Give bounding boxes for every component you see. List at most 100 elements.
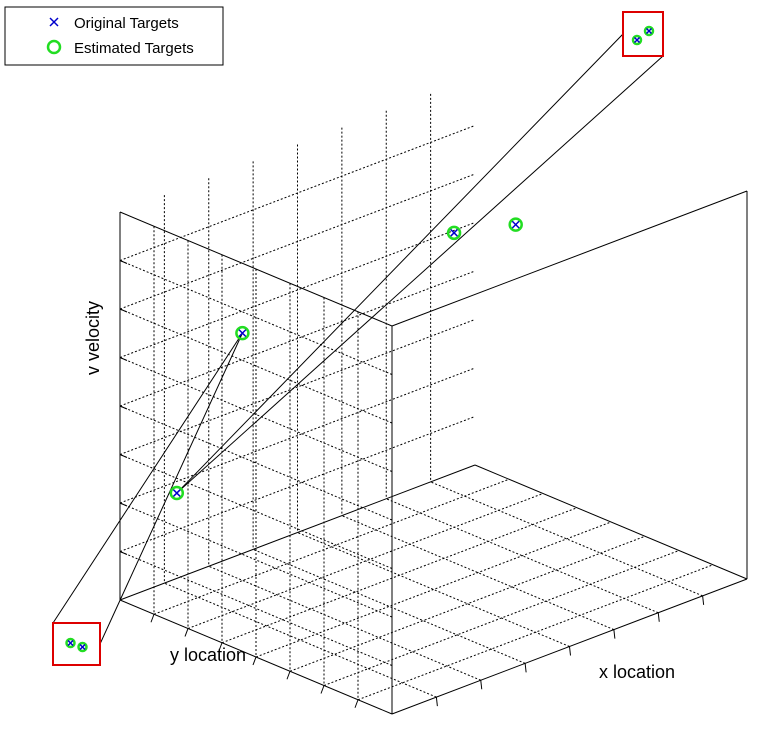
- z-axis-label: v velocity: [83, 301, 103, 375]
- callout-line: [176, 33, 624, 494]
- original-target-marker-stroke: [237, 328, 247, 338]
- legend-box: [4, 6, 224, 66]
- legend-entry-estimated: Estimated Targets: [46, 39, 194, 57]
- original-target-marker: [237, 328, 247, 338]
- grid-line: [386, 498, 659, 614]
- grid-line: [119, 502, 393, 618]
- y-tick: [320, 685, 325, 694]
- estimated-target-marker: [508, 217, 523, 232]
- z-tick: [119, 405, 128, 410]
- grid-line: [252, 548, 526, 664]
- inset-estimated-marker: [643, 25, 655, 37]
- callout-line: [176, 55, 664, 494]
- grid-layer: [119, 93, 714, 701]
- grid-line: [208, 565, 481, 681]
- inset-original-marker-stroke: [79, 643, 86, 651]
- axes-edge: [391, 190, 748, 327]
- legend: Original Targets Estimated Targets: [4, 6, 224, 66]
- grid-line: [164, 582, 437, 698]
- axes-edge: [474, 464, 748, 580]
- grid-line: [119, 367, 476, 504]
- grid-line: [221, 507, 578, 644]
- inset-original-marker: [645, 27, 653, 35]
- axes-edge: [119, 464, 476, 601]
- x-tick: [524, 663, 527, 673]
- tick-marks: [119, 260, 705, 708]
- grid-line: [119, 270, 476, 407]
- grid-line: [119, 260, 393, 375]
- zoom-callouts: [52, 11, 664, 666]
- inset-original-marker: [79, 643, 86, 651]
- original-target-marker: [511, 220, 521, 230]
- legend-x-symbol-stroke: [49, 17, 59, 27]
- original-target-marker-stroke: [172, 488, 182, 498]
- legend-entry-original: Original Targets: [49, 15, 179, 32]
- grid-line: [187, 493, 544, 629]
- grid-line: [119, 319, 476, 455]
- original-target-marker: [172, 488, 182, 498]
- data-points: [169, 217, 523, 501]
- estimated-target-marker: [446, 225, 462, 241]
- y-tick: [184, 628, 189, 637]
- estimated-target-marker: [169, 485, 185, 501]
- inset-original-marker: [633, 36, 641, 44]
- zoom-inset-top-right: [176, 11, 664, 494]
- legend-label-estimated: Estimated Targets: [74, 40, 194, 57]
- inset-estimated-marker: [631, 34, 643, 46]
- z-tick: [119, 551, 128, 555]
- zoom-inset-frame: [622, 11, 664, 57]
- y-tick: [354, 699, 359, 708]
- x-tick: [657, 612, 660, 622]
- zoom-inset-frame: [52, 622, 101, 666]
- inset-original-marker: [67, 639, 74, 647]
- grid-line: [289, 535, 646, 672]
- legend-x-symbol: [49, 17, 59, 27]
- z-tick: [119, 260, 128, 264]
- inset-original-marker-stroke: [67, 639, 74, 647]
- zoom-inset-bottom-left: [52, 332, 243, 666]
- original-target-marker-stroke: [449, 228, 459, 238]
- x-tick: [569, 646, 571, 656]
- axes-edge: [119, 211, 393, 327]
- inset-estimated-marker: [77, 641, 88, 653]
- y-tick: [286, 671, 291, 680]
- grid-line: [430, 481, 703, 597]
- grid-line: [255, 521, 612, 658]
- grid-line: [297, 532, 570, 647]
- axes-box: [119, 190, 748, 715]
- legend-o-symbol: [46, 39, 62, 55]
- grid-line: [119, 416, 476, 552]
- estimated-target-marker: [235, 325, 250, 341]
- grid-line: [341, 515, 615, 631]
- legend-label-original: Original Targets: [74, 15, 179, 32]
- grid-line: [153, 478, 510, 615]
- x-tick: [480, 680, 483, 690]
- x-tick: [435, 697, 438, 707]
- grid-line: [119, 308, 393, 424]
- x-tick: [613, 629, 616, 639]
- original-target-marker-stroke: [511, 220, 521, 230]
- legend-marker-x: [49, 17, 59, 27]
- z-tick: [119, 357, 128, 361]
- callout-line: [52, 332, 243, 624]
- legend-marker-o: [46, 39, 62, 55]
- z-tick: [119, 308, 128, 313]
- y-tick: [218, 642, 223, 651]
- x-tick: [702, 595, 705, 605]
- z-tick: [119, 454, 128, 458]
- z-tick: [119, 502, 128, 507]
- inset-estimated-marker: [65, 637, 76, 649]
- grid-line: [119, 405, 393, 521]
- inset-original-marker-stroke: [645, 27, 653, 35]
- grid-line: [119, 551, 393, 666]
- inset-original-marker-stroke: [633, 36, 641, 44]
- grid-line: [119, 357, 393, 472]
- y-axis-label: y location: [170, 645, 246, 665]
- y-tick: [150, 614, 155, 623]
- y-tick: [252, 656, 257, 666]
- original-target-marker: [449, 228, 459, 238]
- x-axis-label: x location: [599, 662, 675, 682]
- grid-line: [119, 454, 393, 569]
